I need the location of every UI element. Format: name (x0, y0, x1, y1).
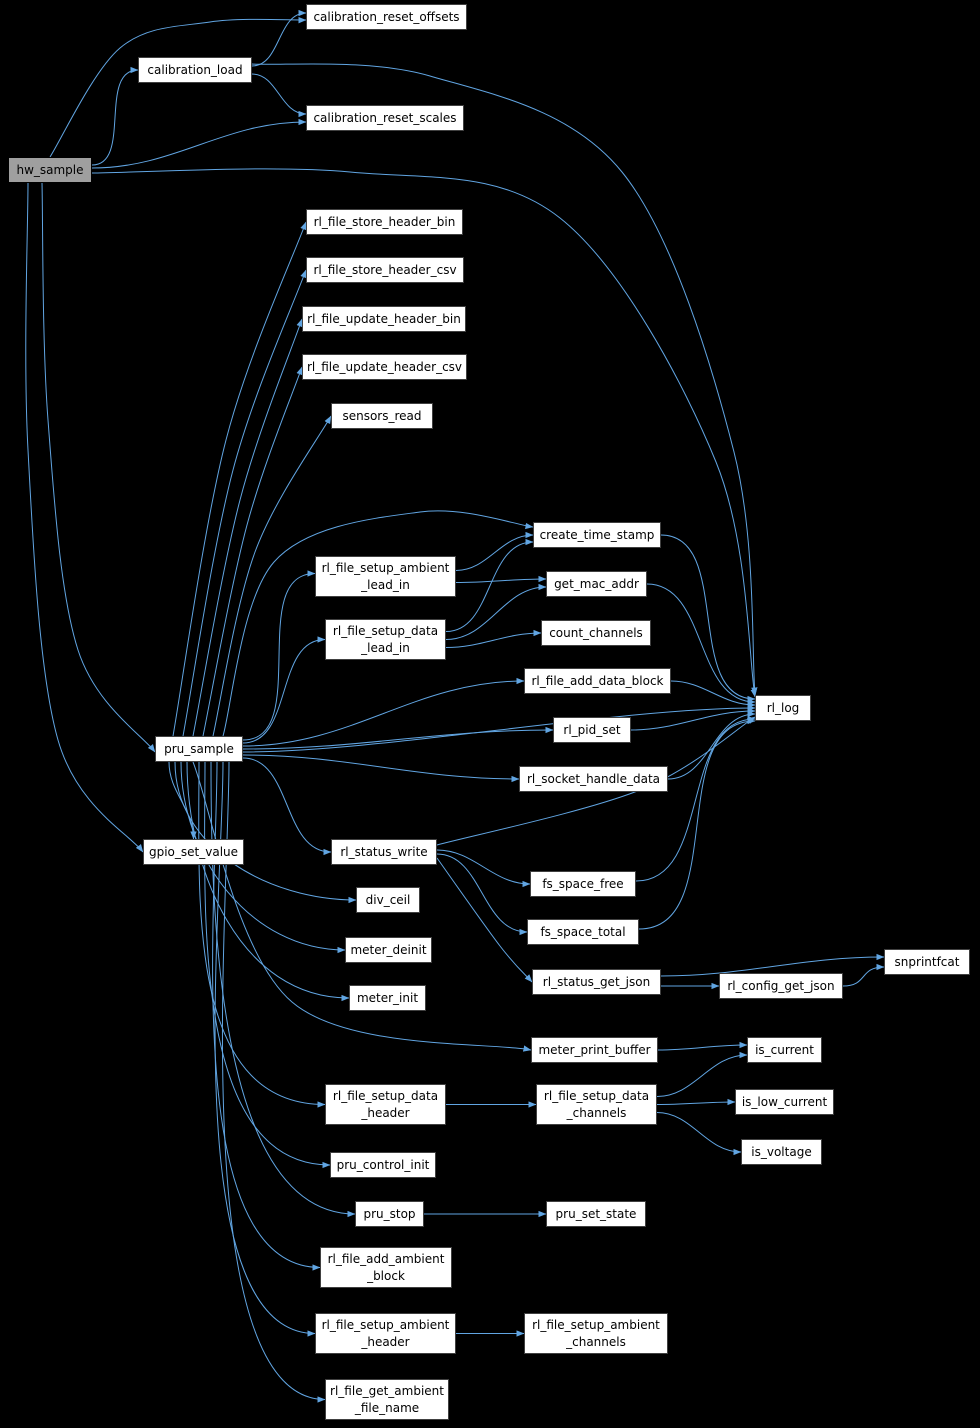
node-pru_control_init[interactable]: pru_control_init (330, 1152, 436, 1178)
node-meter_print_buffer[interactable]: meter_print_buffer (531, 1037, 658, 1063)
node-rl_file_store_header_csv[interactable]: rl_file_store_header_csv (306, 257, 464, 283)
node-meter_init[interactable]: meter_init (349, 985, 426, 1011)
node-is_current[interactable]: is_current (747, 1037, 822, 1063)
node-rl_file_setup_data_lead_in[interactable]: rl_file_setup_data _lead_in (325, 619, 446, 660)
node-rl_socket_handle_data[interactable]: rl_socket_handle_data (519, 766, 668, 792)
node-rl_file_setup_data_header[interactable]: rl_file_setup_data _header (325, 1084, 446, 1125)
node-rl_config_get_json[interactable]: rl_config_get_json (719, 973, 843, 999)
node-div_ceil[interactable]: div_ceil (356, 887, 420, 913)
node-pru_stop[interactable]: pru_stop (355, 1201, 424, 1227)
node-is_voltage[interactable]: is_voltage (741, 1139, 822, 1165)
node-rl_file_setup_ambient_header[interactable]: rl_file_setup_ambient _header (315, 1313, 456, 1354)
node-rl_log[interactable]: rl_log (755, 695, 811, 721)
node-fs_space_total[interactable]: fs_space_total (527, 919, 639, 945)
node-rl_status_get_json[interactable]: rl_status_get_json (532, 969, 661, 995)
node-rl_file_add_data_block[interactable]: rl_file_add_data_block (524, 668, 671, 694)
node-rl_pid_set[interactable]: rl_pid_set (553, 717, 631, 743)
node-pru_sample[interactable]: pru_sample (155, 736, 243, 762)
node-rl_file_add_ambient_block[interactable]: rl_file_add_ambient _block (320, 1247, 452, 1288)
node-meter_deinit[interactable]: meter_deinit (345, 937, 432, 963)
node-rl_file_setup_ambient_channels[interactable]: rl_file_setup_ambient _channels (524, 1313, 668, 1354)
node-create_time_stamp[interactable]: create_time_stamp (533, 522, 661, 548)
node-rl_status_write[interactable]: rl_status_write (331, 839, 437, 865)
node-calibration_reset_scales[interactable]: calibration_reset_scales (306, 105, 464, 131)
node-calibration_reset_offsets[interactable]: calibration_reset_offsets (306, 4, 467, 30)
node-get_mac_addr[interactable]: get_mac_addr (546, 571, 647, 597)
node-sensors_read[interactable]: sensors_read (331, 403, 433, 429)
node-rl_file_setup_ambient_lead_in[interactable]: rl_file_setup_ambient _lead_in (315, 556, 456, 597)
node-rl_file_update_header_bin[interactable]: rl_file_update_header_bin (302, 306, 466, 332)
node-is_low_current[interactable]: is_low_current (735, 1089, 834, 1115)
node-rl_file_store_header_bin[interactable]: rl_file_store_header_bin (306, 209, 463, 235)
node-snprintfcat[interactable]: snprintfcat (884, 949, 970, 975)
node-calibration_load[interactable]: calibration_load (138, 57, 252, 83)
node-hw_sample[interactable]: hw_sample (8, 157, 92, 183)
node-rl_file_update_header_csv[interactable]: rl_file_update_header_csv (302, 354, 467, 380)
node-rl_file_setup_data_channels[interactable]: rl_file_setup_data _channels (536, 1084, 657, 1125)
node-pru_set_state[interactable]: pru_set_state (546, 1201, 646, 1227)
node-gpio_set_value[interactable]: gpio_set_value (143, 839, 244, 865)
node-rl_file_get_ambient_file_name[interactable]: rl_file_get_ambient _file_name (325, 1379, 449, 1420)
node-count_channels[interactable]: count_channels (541, 620, 651, 646)
node-fs_space_free[interactable]: fs_space_free (530, 871, 636, 897)
